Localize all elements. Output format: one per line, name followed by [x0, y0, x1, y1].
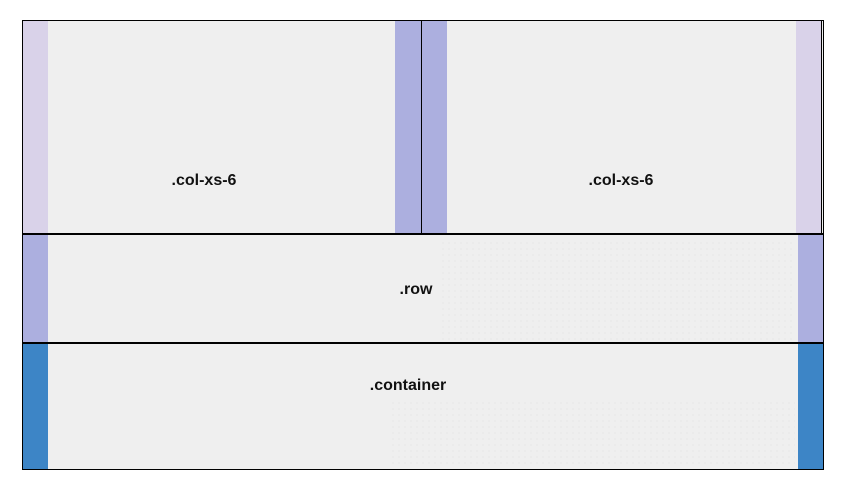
column-1-box	[22, 20, 421, 234]
row-label: .row	[399, 281, 433, 298]
column-2-border-right	[821, 20, 822, 234]
column-2-box	[421, 20, 824, 234]
column-2-padding-left	[421, 20, 447, 234]
container-padding-right	[798, 343, 824, 470]
column-1-padding-right	[395, 20, 421, 234]
column-1-label: .col-xs-6	[171, 172, 237, 189]
container-texture	[390, 400, 795, 468]
row-box	[22, 234, 824, 343]
container-label: .container	[369, 377, 447, 394]
outer-border-left	[22, 20, 23, 470]
column-2-padding-right	[796, 20, 822, 234]
column-1-padding-left	[22, 20, 48, 234]
row-padding-right	[798, 234, 824, 343]
outer-border-right	[823, 20, 824, 470]
outer-border-top	[22, 20, 824, 21]
row-texture	[440, 240, 795, 340]
container-top-border	[22, 342, 824, 344]
column-2-label: .col-xs-6	[588, 172, 654, 189]
row-top-border	[22, 233, 824, 235]
column-2-border-left	[421, 20, 422, 234]
outer-border-bottom	[22, 469, 824, 470]
container-padding-left	[22, 343, 48, 470]
row-padding-left	[22, 234, 48, 343]
container-box	[22, 343, 824, 470]
